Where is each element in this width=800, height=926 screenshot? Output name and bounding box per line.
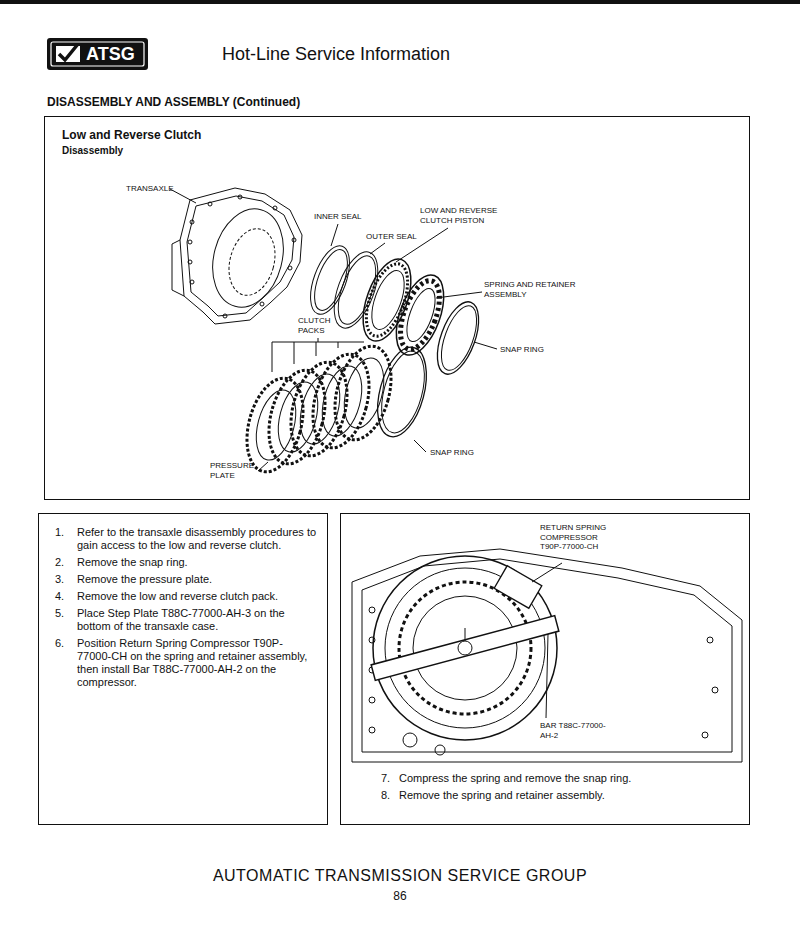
step-text: Place Step Plate T88C-77000-AH-3 on the … <box>77 607 317 633</box>
part-label: SNAP RING <box>500 345 544 355</box>
part-label: OUTER SEAL <box>366 232 417 242</box>
part-label: SPRING AND RETAINER ASSEMBLY <box>484 280 576 299</box>
step-text: Remove the spring and retainer assembly. <box>399 789 739 802</box>
step-number: 5. <box>55 607 64 620</box>
section-subheading: Disassembly <box>62 145 123 156</box>
instruction-panel: 1. Refer to the transaxle disassembly pro… <box>38 513 328 825</box>
step-text: Refer to the transaxle disassembly proce… <box>77 526 317 552</box>
tool-label: RETURN SPRING COMPRESSOR T90P-77000-CH <box>540 523 614 552</box>
page-number: 86 <box>350 889 450 903</box>
step-number: 8. <box>381 789 390 802</box>
compressor-view <box>352 549 742 762</box>
step-number: 3. <box>55 573 64 586</box>
step-number: 6. <box>55 637 64 650</box>
part-label: CLUTCH PACKS <box>298 316 340 335</box>
step-text: Compress the spring and remove the snap … <box>399 772 739 785</box>
exploded-view <box>170 188 497 478</box>
section-header: DISASSEMBLY AND ASSEMBLY (Continued) <box>47 95 300 109</box>
atsg-logo <box>47 38 148 70</box>
logo-text: ATSG <box>86 44 135 66</box>
footer-text: AUTOMATIC TRANSMISSION SERVICE GROUP <box>150 866 650 885</box>
section-heading: Low and Reverse Clutch <box>62 128 201 142</box>
step-number: 2. <box>55 556 64 569</box>
step-number: 1. <box>55 526 64 539</box>
step-text: Remove the low and reverse clutch pack. <box>77 590 317 603</box>
instruction-panel: 7. Compress the spring and remove the sna… <box>340 513 750 825</box>
tool-label: BAR T88C-77000-AH-2 <box>540 721 614 740</box>
part-label: TRANSAXLE <box>126 184 174 194</box>
figure-panel: Low and Reverse ClutchDisassembly <box>44 116 750 500</box>
step-number: 4. <box>55 590 64 603</box>
step-number: 7. <box>381 772 390 785</box>
part-label: INNER SEAL <box>314 212 362 222</box>
step-text: Remove the pressure plate. <box>77 573 317 586</box>
part-label: SNAP RING <box>430 448 474 458</box>
step-text: Position Return Spring Compressor T90P-7… <box>77 637 317 689</box>
top-rule <box>0 0 800 4</box>
step-text: Remove the snap ring. <box>77 556 317 569</box>
part-label: LOW AND REVERSE CLUTCH PISTON <box>420 206 500 225</box>
part-label: PRESSURE PLATE <box>210 461 256 480</box>
page-title: Hot-Line Service Information <box>222 44 450 66</box>
